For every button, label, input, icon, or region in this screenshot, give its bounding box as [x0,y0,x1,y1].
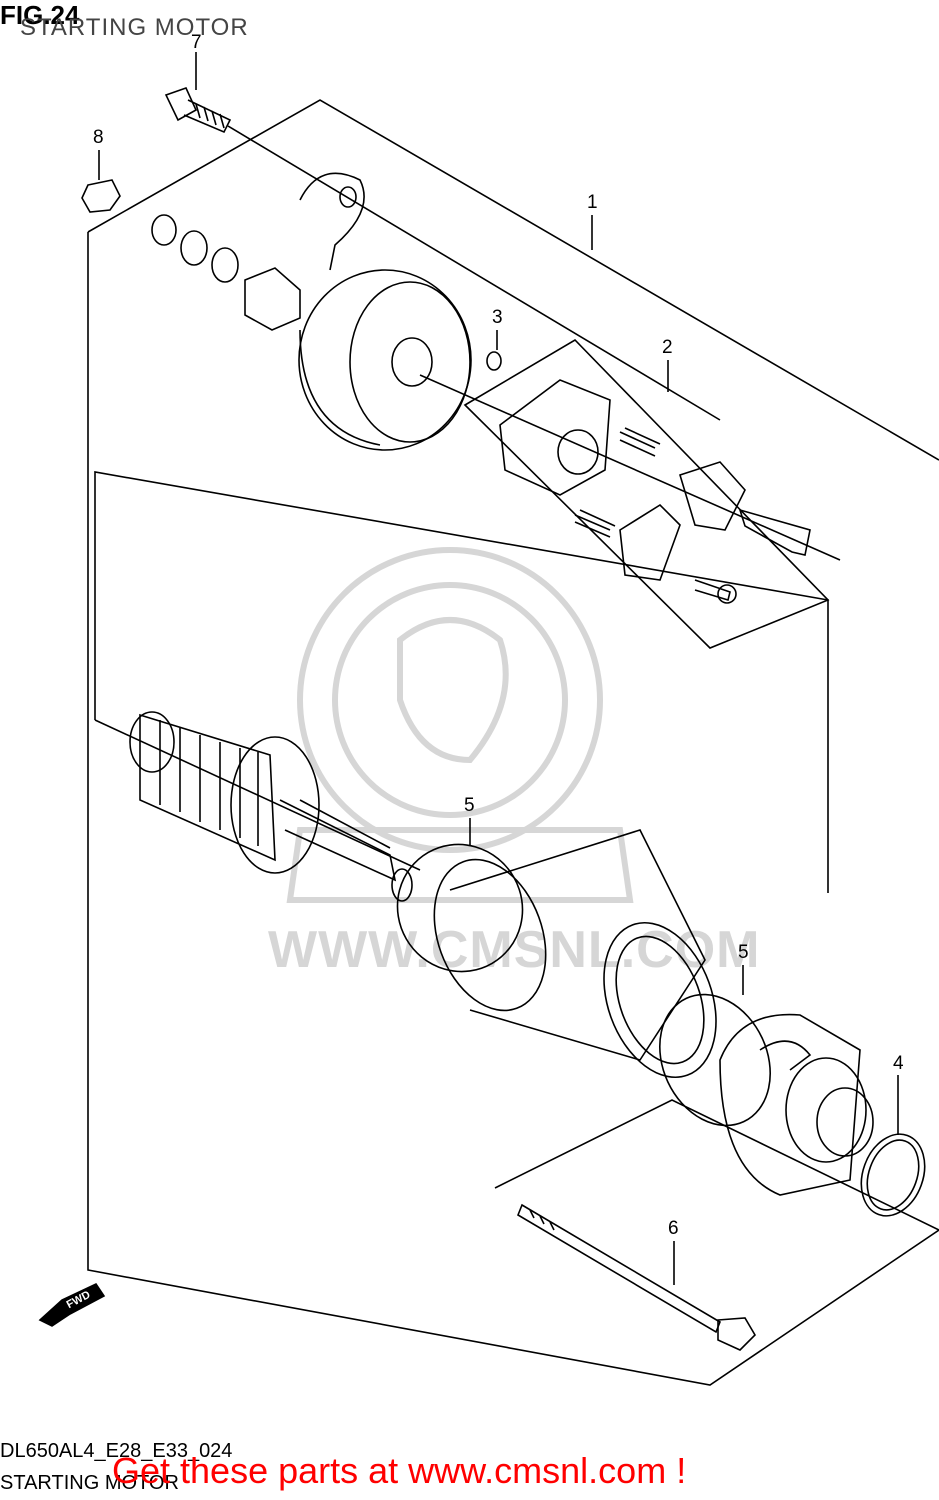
washer-c [211,247,239,283]
assembly-outline-2 [87,232,939,1386]
watermark-text: WWW.CMSNL.COM [268,921,761,979]
figure-number: FIG.24 [0,0,80,30]
lower-frame [494,1099,939,1231]
oring-3 [486,351,502,371]
terminal-insulator [244,267,301,331]
bolt-7 [164,87,232,134]
armature-frame [94,471,829,893]
washer-a [151,214,177,246]
brush-holder [499,379,811,604]
callout-3: 3 [492,307,503,328]
rear-end-cover [298,172,472,451]
armature [129,711,413,902]
washer-b [180,230,208,266]
callout-5b: 5 [738,942,749,963]
long-bolt-6 [517,1203,757,1351]
assembly-outline-1 [87,99,939,461]
callout-6: 6 [668,1218,679,1239]
oring-5b [659,993,771,1127]
brush-holder-box [463,338,830,649]
parts-link-banner[interactable]: Get these parts at www.cmsnl.com ! [112,1450,687,1491]
diagram-code: DL650AL4_E28_E33_024 [0,1440,233,1462]
callout-8: 8 [93,127,104,148]
fwd-arrow [38,1282,106,1327]
yoke [433,829,717,1079]
watermark-logo [286,547,634,903]
oring-4 [860,1133,926,1217]
footer-title: STARTING MOTOR [0,1472,179,1494]
callout-7: 7 [191,32,202,53]
nut-8 [81,179,121,213]
callout-5a: 5 [464,795,475,816]
leader-lines [98,52,899,1285]
front-bracket [719,1013,874,1196]
callout-2: 2 [662,337,673,358]
figure-title: STARTING MOTOR [20,14,249,41]
callout-4: 4 [893,1053,904,1074]
callout-1: 1 [587,192,598,213]
